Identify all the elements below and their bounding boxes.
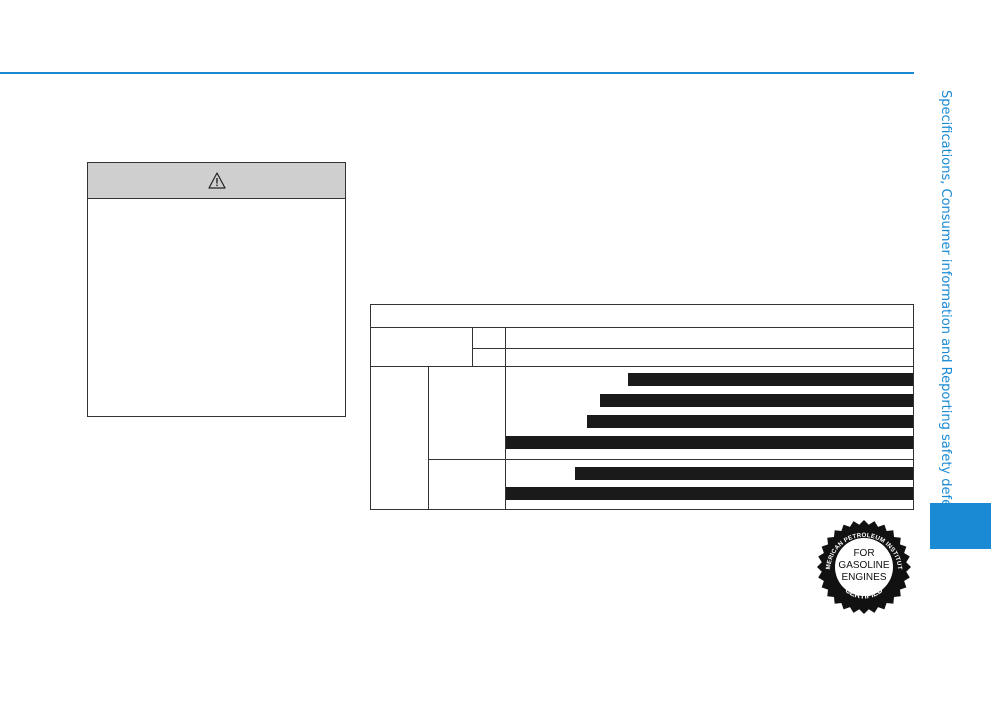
viscosity-bar	[506, 487, 913, 500]
table-rule-body	[371, 366, 913, 367]
caution-box	[87, 162, 346, 417]
chapter-tab[interactable]	[930, 503, 991, 549]
seal-bottom-text: CERTIFIED	[843, 585, 884, 600]
header-rule	[0, 72, 914, 74]
viscosity-bar	[587, 415, 913, 428]
table-rule-sub	[472, 348, 913, 349]
warning-triangle-icon	[207, 172, 226, 189]
chapter-side-title: Specifications, Consumer information and…	[938, 90, 953, 527]
seal-line2: GASOLINE	[838, 560, 889, 571]
caution-header	[88, 163, 345, 199]
seal-line3: ENGINES	[841, 572, 886, 583]
viscosity-bar	[575, 467, 913, 480]
oil-viscosity-table	[370, 304, 914, 510]
table-col-c	[428, 366, 429, 509]
table-rule-header	[371, 327, 913, 328]
seal-center	[835, 538, 893, 596]
svg-text:CERTIFIED: CERTIFIED	[843, 585, 884, 600]
viscosity-bar	[628, 373, 913, 386]
table-col-a	[472, 327, 473, 366]
viscosity-bar	[600, 394, 913, 407]
seal-line1: FOR	[853, 548, 874, 559]
api-certification-seal: AMERICAN PETROLEUM INSTITUTE FOR GASOLIN…	[816, 519, 911, 614]
table-col-b	[505, 327, 506, 509]
table-rule-group	[428, 459, 913, 460]
viscosity-bar	[506, 436, 913, 449]
